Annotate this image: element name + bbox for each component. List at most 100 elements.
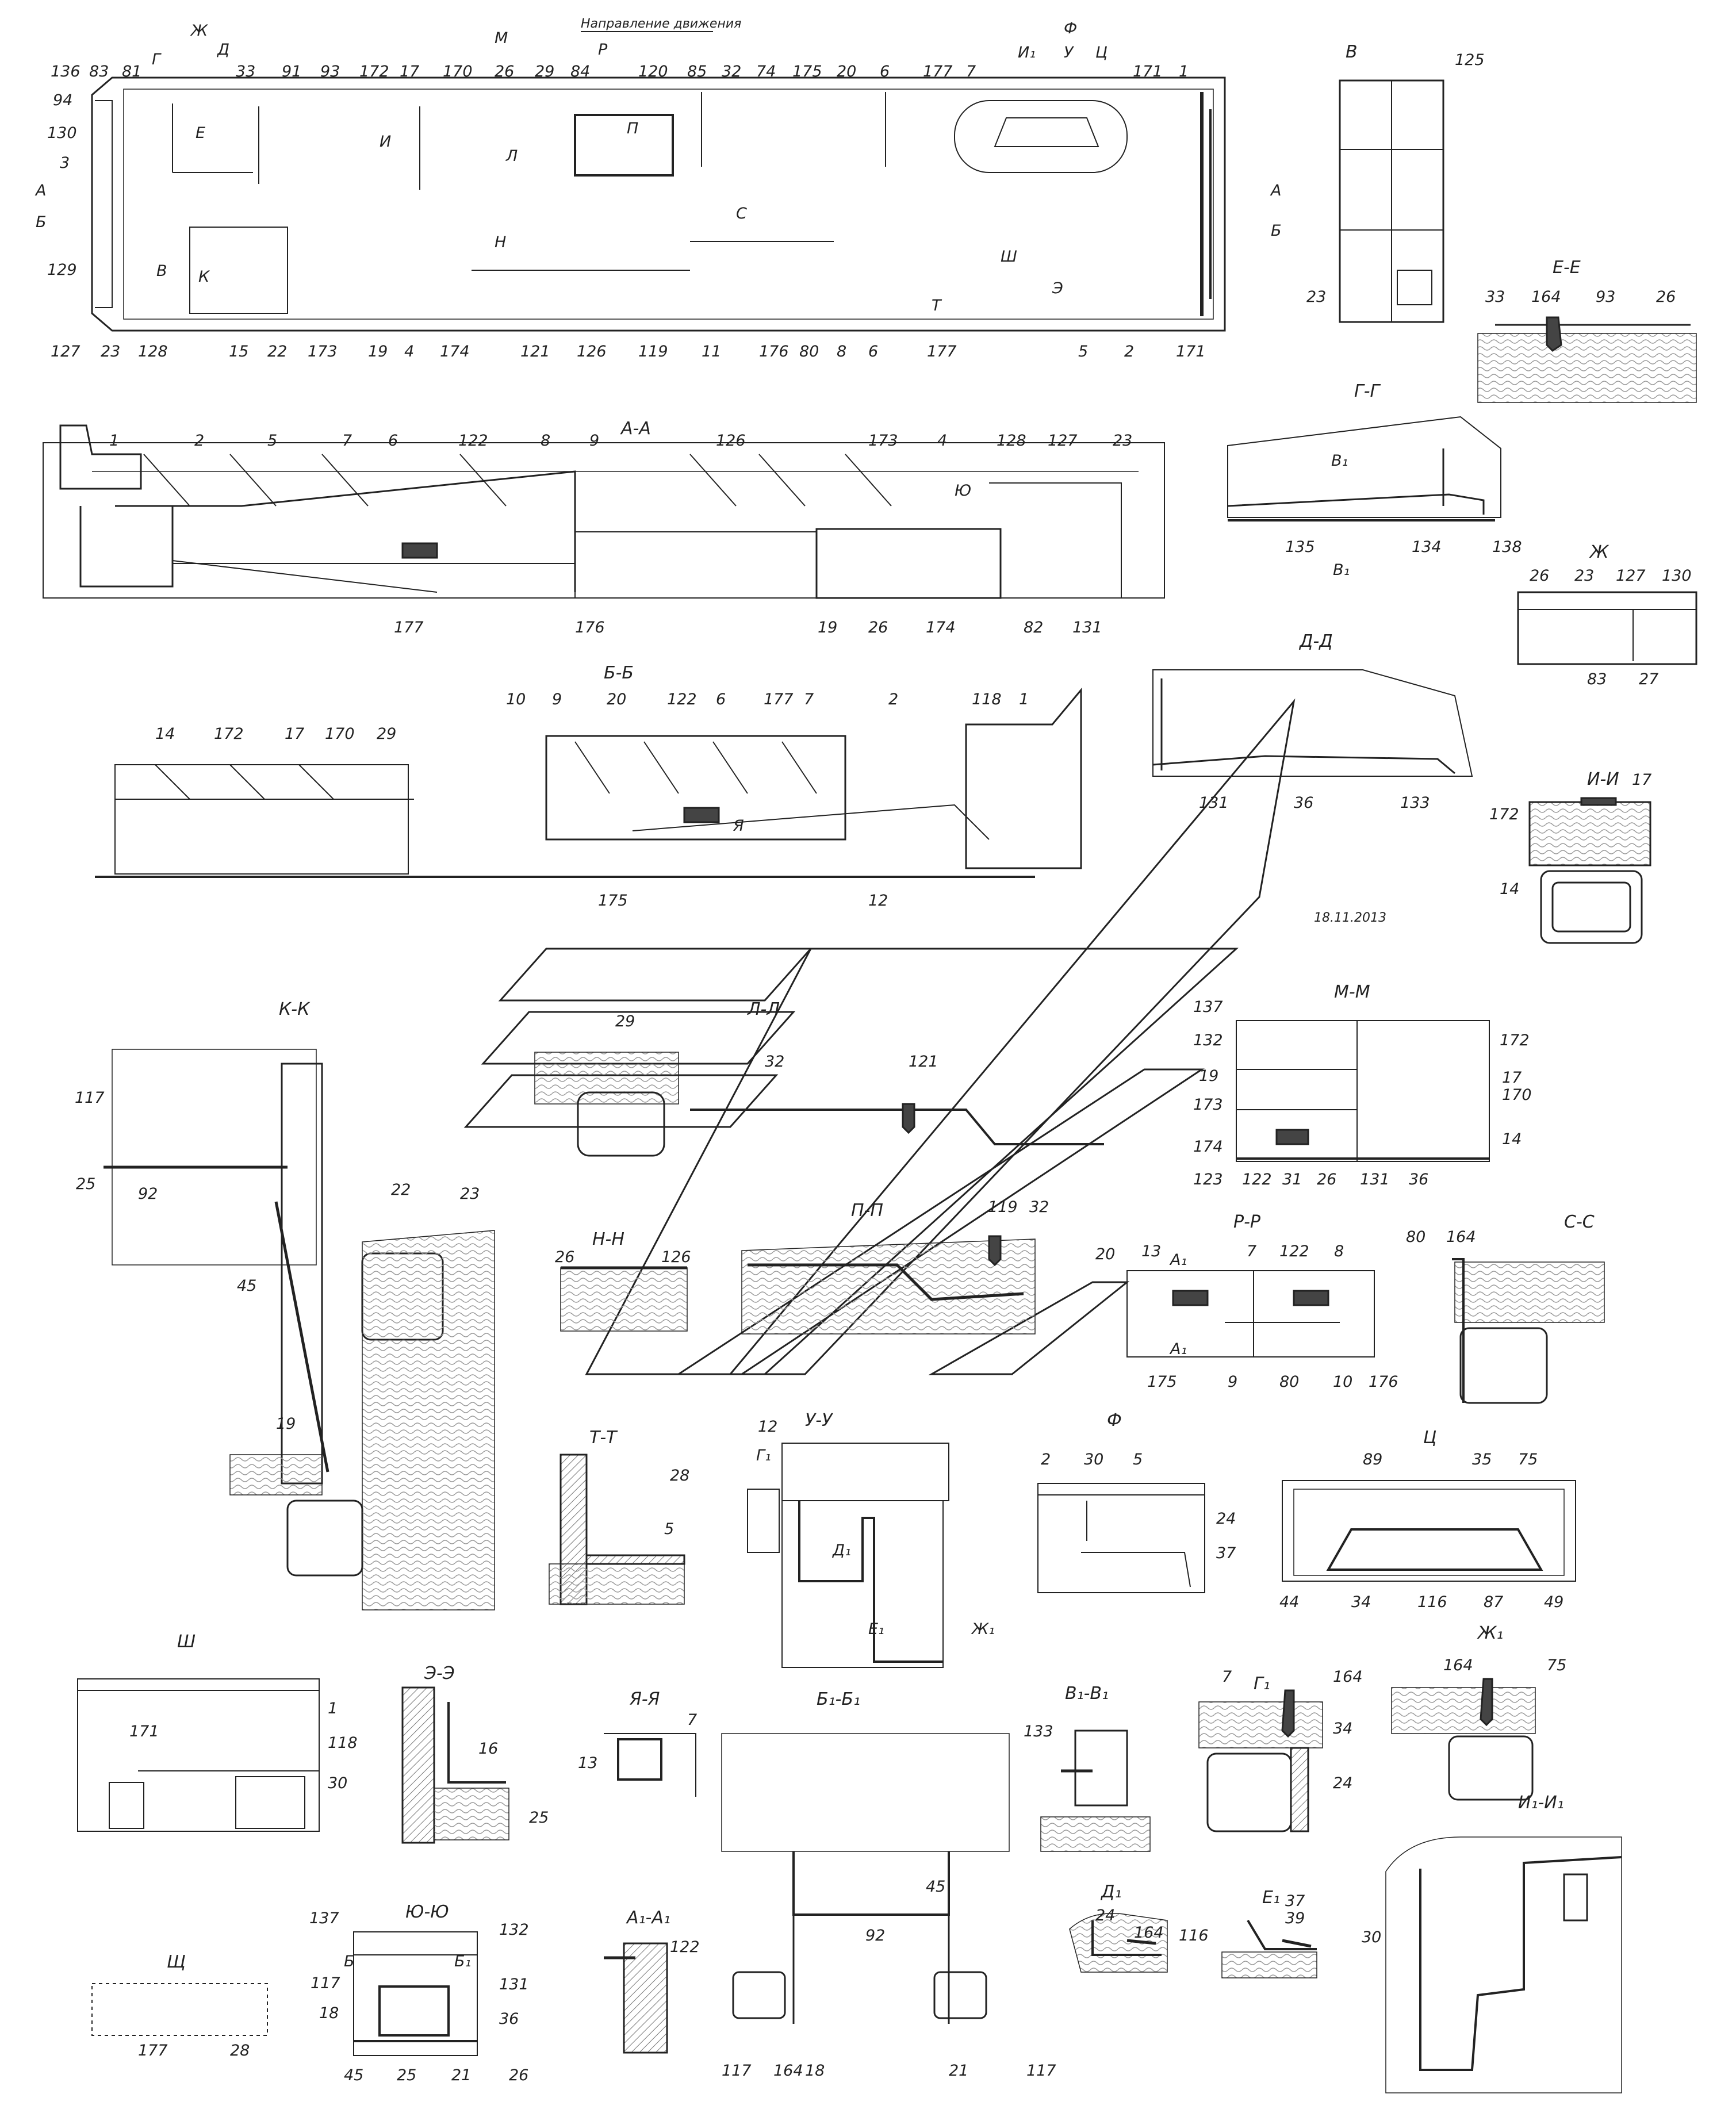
section-yu-yu-labels: Ю-Ю 137 132 117 Б Б₁ 18 131 36 45 25 21 …: [309, 1902, 529, 2084]
label: 26: [509, 2066, 528, 2084]
detail-d1-labels: Д₁ 24 164 116: [1095, 1882, 1209, 1945]
section-title: Ш: [177, 1632, 196, 1652]
label: 45: [344, 2066, 363, 2084]
label: 89: [1363, 1451, 1382, 1468]
section-title: У-У: [805, 1410, 833, 1431]
label: 164: [1333, 1668, 1363, 1686]
plan-label: 23: [101, 343, 120, 361]
cut-mark: Э: [1052, 279, 1063, 297]
plan-label: 81: [122, 63, 141, 80]
section-u-u-labels: У-У 12 Г₁ Д₁ Е₁ Ж₁: [756, 1410, 995, 1638]
label: 132: [499, 1921, 529, 1939]
label: 130: [1662, 567, 1692, 585]
cut-mark: Т: [932, 297, 942, 315]
plan-label: 174: [440, 343, 470, 361]
plan-label: 93: [320, 63, 340, 80]
decorative-diagonals: [463, 698, 1296, 1375]
plan-top-labels: 136 83 81 33 91 93 172 17 170 26 29 84 1…: [51, 63, 1189, 80]
label: 75: [1547, 1656, 1566, 1674]
label: 29: [377, 725, 396, 743]
view-shch-labels: Щ 177 28: [138, 1952, 250, 2060]
view-shch: [91, 1983, 268, 2036]
plan-label: 172: [359, 63, 389, 80]
plan-label: 176: [759, 343, 789, 361]
cut-mark: И₁: [1018, 44, 1036, 62]
label: 128: [997, 432, 1026, 450]
label: 7: [804, 691, 814, 708]
label: 17: [1502, 1069, 1522, 1087]
plan-label: 5: [1078, 343, 1088, 361]
section-title: Р-Р: [1233, 1212, 1261, 1232]
label: 30: [328, 1774, 347, 1792]
label: 18: [805, 2062, 825, 2080]
label: 26: [1656, 288, 1676, 306]
section-title: Ф: [1107, 1410, 1122, 1431]
label: 30: [1362, 1928, 1381, 1946]
section-k-k-labels: К-К 117 25 92 22 23 45 19: [75, 999, 480, 1433]
plan-label: 171: [1176, 343, 1206, 361]
label: 117: [75, 1089, 105, 1107]
section-n-n: [560, 1266, 688, 1332]
plan-label: 2: [1124, 343, 1134, 361]
cut-mark: Н: [495, 233, 506, 251]
label: Г₁: [756, 1447, 771, 1464]
label: 34: [1333, 1720, 1352, 1738]
label: 92: [865, 1927, 885, 1945]
label: 175: [598, 892, 628, 910]
section-title: Г₁: [1254, 1674, 1270, 1694]
section-v1-v1-labels: В₁-В₁ 133: [1024, 1684, 1109, 1740]
label: 92: [138, 1185, 158, 1203]
section-title: С-С: [1564, 1212, 1595, 1232]
plan-bottom-labels: 127 23 128 15 22 173 19 4 174 121 126 11…: [51, 343, 1206, 361]
label: 14: [155, 725, 175, 743]
cut-mark: Б: [36, 213, 47, 231]
section-b-b: [95, 687, 1082, 878]
label: 177: [394, 619, 424, 636]
label: 37: [1216, 1544, 1236, 1562]
label: 131: [1072, 619, 1102, 636]
view-v-labels: В 125 23: [1306, 42, 1485, 306]
label: 172: [1489, 806, 1519, 823]
section-title: Д-Д: [1298, 631, 1333, 651]
label: 23: [1306, 288, 1326, 306]
plan-left-labels: 94 130 3 129: [47, 91, 77, 279]
label: 177: [764, 691, 794, 708]
label: 174: [1193, 1138, 1223, 1156]
label: 8: [1334, 1243, 1344, 1260]
label: 7: [687, 1711, 697, 1729]
label: 122: [1242, 1171, 1272, 1188]
label: 131: [499, 1976, 529, 1993]
cut-mark: И: [380, 133, 391, 151]
section-t-t: [549, 1454, 685, 1605]
label: 123: [1193, 1171, 1223, 1188]
section-title: В: [1346, 42, 1358, 62]
detail-zh1-labels: Ж₁ 164 75: [1443, 1623, 1566, 1674]
date-label: 18.11.2013: [1314, 911, 1386, 925]
label: 87: [1484, 1593, 1503, 1611]
plan-label: 15: [229, 343, 248, 361]
view-ts: [1282, 1480, 1576, 1582]
label: 26: [1317, 1171, 1336, 1188]
plan-label: 177: [923, 63, 953, 80]
section-ya-ya-labels: Я-Я 7 13: [578, 1689, 697, 1772]
label: 24: [1333, 1774, 1352, 1792]
label: 172: [1500, 1031, 1530, 1049]
plan-label: 80: [799, 343, 819, 361]
label: 18: [319, 2004, 339, 2022]
label: 8: [541, 432, 550, 450]
cut-mark: А: [1270, 182, 1281, 200]
plan-label: 22: [267, 343, 287, 361]
label: 133: [1400, 794, 1430, 812]
label: 36: [1294, 794, 1313, 812]
label: 12: [758, 1418, 777, 1436]
plan-label: 85: [687, 63, 707, 80]
label: 133: [1024, 1723, 1053, 1740]
section-title: Б₁-Б₁: [817, 1689, 860, 1709]
label: 122: [667, 691, 697, 708]
cut-mark: М: [495, 29, 508, 47]
label: 4: [937, 432, 947, 450]
label: 17: [1632, 771, 1651, 789]
label: 21: [451, 2066, 471, 2084]
label: 9: [589, 432, 599, 450]
